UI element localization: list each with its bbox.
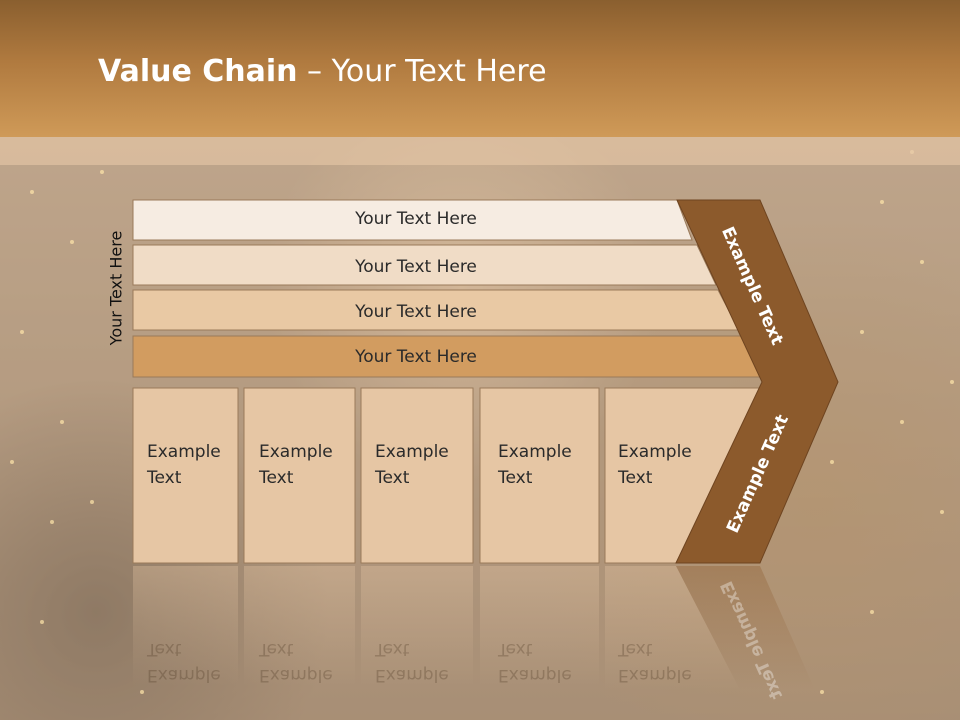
- sparkle-dot: [870, 610, 874, 614]
- row-label-2: Your Text Here: [355, 257, 477, 277]
- sparkle-dot: [40, 620, 44, 624]
- sparkle-dot: [940, 510, 944, 514]
- sparkle-dot: [140, 690, 144, 694]
- row-label-1: Your Text Here: [355, 209, 477, 229]
- reflection-box-2: [244, 566, 355, 686]
- sparkle-dot: [20, 330, 24, 334]
- row-bar-2[interactable]: [132, 244, 717, 286]
- reflection-arrow: [676, 566, 815, 690]
- sparkle-dot: [10, 460, 14, 464]
- reflection-box-3: [361, 566, 473, 686]
- title-rest: – Your Text Here: [297, 54, 547, 89]
- sparkle-dot: [900, 420, 904, 424]
- margin-arrow[interactable]: [675, 199, 839, 564]
- sparkle-dot: [830, 460, 834, 464]
- reflection-box-1: [133, 566, 238, 686]
- reflection-box-5: [605, 566, 740, 690]
- sparkle-dot: [920, 260, 924, 264]
- sparkle-dot: [50, 520, 54, 524]
- row-label-4: Your Text Here: [355, 347, 477, 367]
- activity-box-3[interactable]: [360, 387, 474, 564]
- sparkle-dot: [60, 420, 64, 424]
- activity-box-4[interactable]: [479, 387, 600, 564]
- header-band: [0, 0, 960, 137]
- sparkle-dot: [950, 380, 954, 384]
- sparkle-dot: [880, 200, 884, 204]
- sparkle-dot: [90, 500, 94, 504]
- slide-title[interactable]: Value Chain – Your Text Here: [98, 54, 547, 89]
- activity-box-1[interactable]: [132, 387, 239, 564]
- header-strip: [0, 137, 960, 165]
- row-label-3: Your Text Here: [355, 302, 477, 322]
- sparkle-dot: [100, 170, 104, 174]
- sparkle-dot: [30, 190, 34, 194]
- row-bar-1[interactable]: [132, 199, 693, 241]
- sparkle-dot: [70, 240, 74, 244]
- title-bold: Value Chain: [98, 54, 298, 89]
- reflection-box-4: [480, 566, 599, 686]
- sparkle-dot: [820, 690, 824, 694]
- sparkle-dot: [860, 330, 864, 334]
- activity-box-2[interactable]: [243, 387, 356, 564]
